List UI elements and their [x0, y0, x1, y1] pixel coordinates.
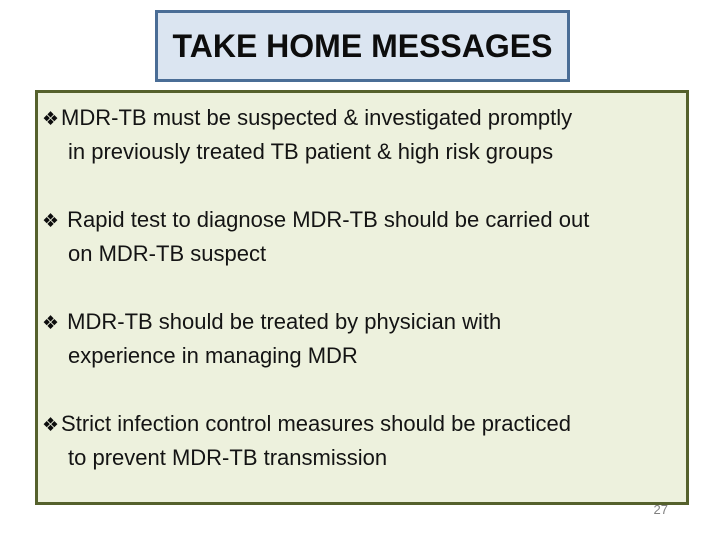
bullet-line: ❖ MDR-TB should be treated by physician … [42, 305, 686, 339]
four-diamond-bullet-icon: ❖ [42, 414, 60, 436]
four-diamond-bullet-icon: ❖ [42, 108, 60, 130]
bullet-text: MDR-TB must be suspected & investigated … [61, 105, 573, 130]
bullet-line: ❖ Rapid test to diagnose MDR-TB should b… [42, 203, 686, 237]
bullet-item: ❖Strict infection control measures shoul… [42, 407, 686, 475]
bullet-line: on MDR-TB suspect [42, 237, 686, 271]
bullet-text: MDR-TB should be treated by physician wi… [61, 309, 502, 334]
bullet-text: on MDR-TB suspect [68, 241, 267, 266]
bullet-line: in previously treated TB patient & high … [42, 135, 686, 169]
slide-title-box: TAKE HOME MESSAGES [155, 10, 570, 82]
bullet-text: to prevent MDR-TB transmission [68, 445, 388, 470]
bullet-line: ❖Strict infection control measures shoul… [42, 407, 686, 441]
bullet-item: ❖ Rapid test to diagnose MDR-TB should b… [42, 203, 686, 271]
bullet-item: ❖MDR-TB must be suspected & investigated… [42, 101, 686, 169]
bullet-text: Rapid test to diagnose MDR-TB should be … [61, 207, 590, 232]
four-diamond-bullet-icon: ❖ [42, 210, 60, 232]
slide-content-box: ❖MDR-TB must be suspected & investigated… [35, 90, 689, 505]
bullet-text: experience in managing MDR [68, 343, 358, 368]
slide-title: TAKE HOME MESSAGES [172, 27, 553, 64]
bullet-text: Strict infection control measures should… [61, 411, 571, 436]
page-number: 27 [653, 502, 668, 517]
bullet-line: ❖MDR-TB must be suspected & investigated… [42, 101, 686, 135]
four-diamond-bullet-icon: ❖ [42, 312, 60, 334]
bullet-line: to prevent MDR-TB transmission [42, 441, 686, 475]
bullet-text: in previously treated TB patient & high … [68, 139, 554, 164]
bullet-item: ❖ MDR-TB should be treated by physician … [42, 305, 686, 373]
bullet-line: experience in managing MDR [42, 339, 686, 373]
